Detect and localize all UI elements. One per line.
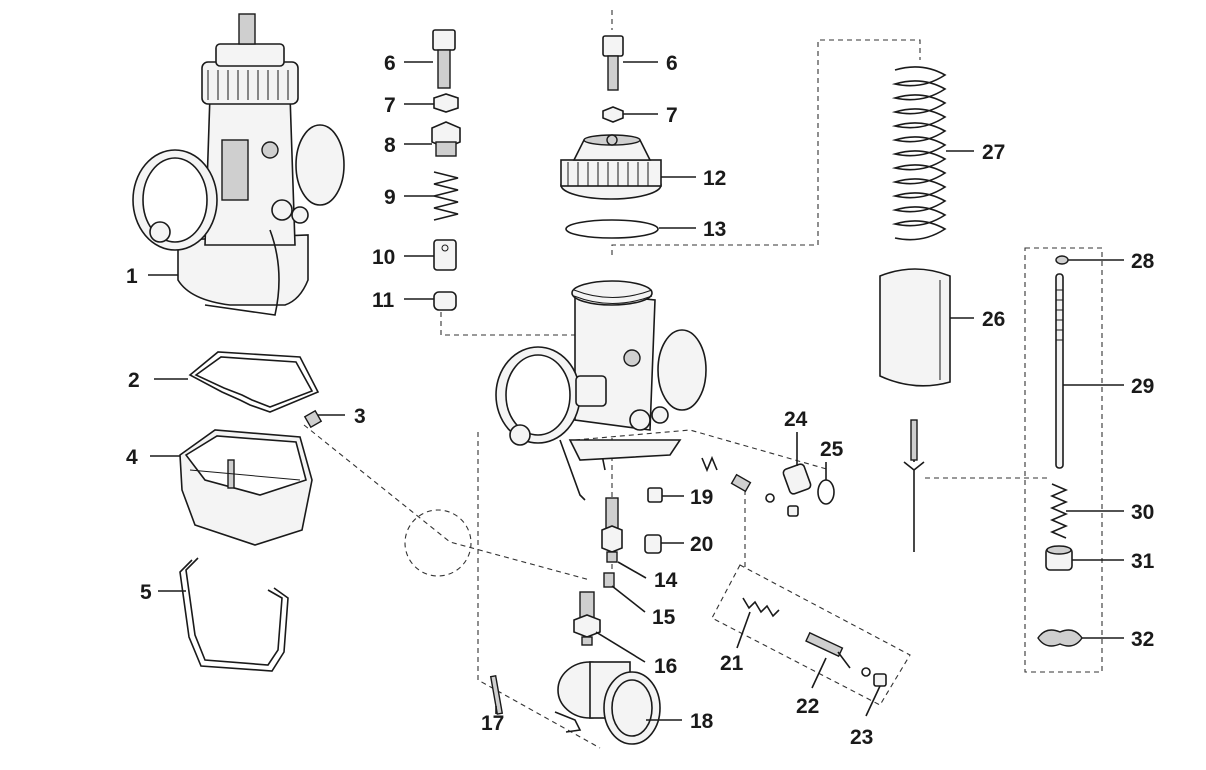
cap-part-11 (433, 291, 457, 311)
adjuster-part-24 (782, 463, 812, 495)
callout-7-center: 7 (666, 104, 678, 127)
callout-2: 2 (128, 369, 140, 392)
callout-18: 18 (690, 710, 714, 733)
jet-part-19 (647, 487, 663, 503)
callout-11: 11 (372, 289, 395, 312)
idle-screw-part-22 (805, 631, 851, 669)
cap-upper (787, 505, 799, 517)
callout-17: 17 (481, 712, 504, 735)
callout-14: 14 (654, 569, 678, 592)
callout-27: 27 (982, 141, 1005, 164)
drain-plug-part-3 (303, 409, 323, 429)
callout-10: 10 (372, 246, 395, 269)
nut-part-7-left (433, 93, 459, 113)
main-jet-part-15 (603, 572, 615, 588)
callout-16: 16 (654, 655, 677, 678)
cap-part-23 (861, 667, 887, 687)
ball-upper (765, 493, 775, 503)
jet-holder-part-16 (573, 591, 601, 646)
callout-7-left: 7 (384, 94, 396, 117)
jet-part-20 (644, 534, 662, 554)
callout-24: 24 (784, 408, 808, 431)
spring-part-21 (742, 597, 780, 618)
screw-part-6-left (432, 29, 456, 89)
plate-part-32 (1037, 629, 1083, 647)
jet-needle (903, 419, 925, 552)
callout-25: 25 (820, 438, 844, 461)
top-cap-part-12 (560, 134, 662, 200)
callout-32: 32 (1131, 628, 1154, 651)
screw-part-6-center (602, 35, 624, 91)
air-screw-upper (730, 473, 752, 493)
threaded-cap-part-8 (431, 121, 461, 157)
slide-part-10 (433, 239, 457, 271)
carburetor-body (495, 280, 707, 501)
callout-26: 26 (982, 308, 1005, 331)
callout-1: 1 (126, 265, 138, 288)
callout-12: 12 (703, 167, 726, 190)
callout-4: 4 (126, 446, 138, 469)
callout-19: 19 (690, 486, 713, 509)
nut-part-7-center (602, 106, 624, 123)
callout-13: 13 (703, 218, 726, 241)
callout-21: 21 (720, 652, 744, 675)
float-part-18 (554, 661, 661, 745)
needle-jet-part-14 (601, 497, 623, 563)
callout-labels: 1 2 3 4 5 6 7 8 9 10 11 6 7 12 13 14 15 … (126, 52, 1155, 749)
spring-part-30 (1049, 483, 1069, 539)
callout-22: 22 (796, 695, 819, 718)
leader-lines (148, 61, 1124, 721)
retaining-clip-part-5 (179, 557, 289, 672)
float-bowl-part-4 (179, 429, 313, 546)
callout-6-left: 6 (384, 52, 396, 75)
assembled-carburetor-part-1 (132, 13, 345, 316)
spring-part-9 (433, 171, 459, 221)
throttle-spring-part-27 (891, 66, 947, 241)
pin-part-17 (489, 674, 504, 715)
clip-part-28 (1055, 255, 1069, 265)
throttle-slide-part-26 (879, 268, 951, 387)
callout-30: 30 (1131, 501, 1154, 524)
bushing-part-31 (1045, 545, 1073, 571)
callout-29: 29 (1131, 375, 1154, 398)
callout-23: 23 (850, 726, 873, 749)
small-spring-upper (701, 455, 718, 473)
callout-28: 28 (1131, 250, 1155, 273)
callout-9: 9 (384, 186, 396, 209)
callout-15: 15 (652, 606, 676, 629)
needle-part-29 (1055, 273, 1064, 469)
callout-31: 31 (1131, 550, 1155, 573)
washer-part-25 (817, 479, 835, 505)
callout-5: 5 (140, 581, 152, 604)
callout-20: 20 (690, 533, 713, 556)
callout-3: 3 (354, 405, 366, 428)
callout-8: 8 (384, 134, 396, 157)
callout-6-center: 6 (666, 52, 678, 75)
o-ring-part-13 (565, 219, 659, 239)
float-bowl-gasket-part-2 (188, 351, 320, 413)
